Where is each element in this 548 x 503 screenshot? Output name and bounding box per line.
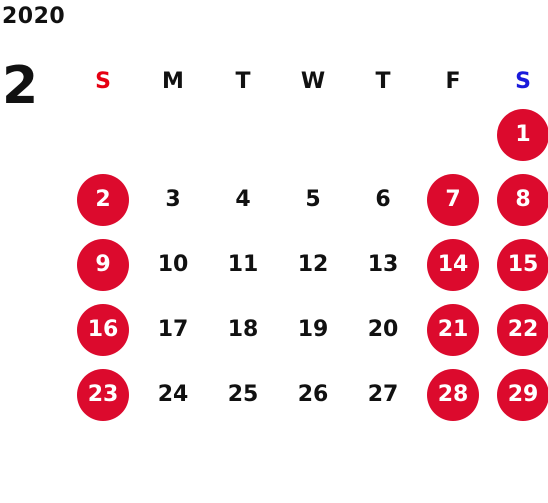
day-cell: 27 [348, 362, 418, 427]
weekday-header: T [235, 68, 251, 94]
day-number: 16 [77, 303, 129, 356]
day-number: 11 [227, 252, 259, 277]
day-number: 23 [77, 368, 129, 421]
day-number: 14 [427, 238, 479, 291]
day-cell: 19 [278, 297, 348, 362]
day-number: 26 [297, 382, 329, 407]
day-cell: 20 [348, 297, 418, 362]
day-cell: 25 [208, 362, 278, 427]
day-number: 7 [427, 173, 479, 226]
day-number: 13 [367, 252, 399, 277]
holiday-day-cell: 7 [418, 167, 488, 232]
day-number: 27 [367, 382, 399, 407]
day-number: 5 [305, 187, 321, 212]
empty-day-cell [278, 102, 348, 167]
day-number: 22 [497, 303, 548, 356]
holiday-day-cell: 21 [418, 297, 488, 362]
weekday-header: S [515, 68, 531, 94]
day-cell: 11 [208, 232, 278, 297]
holiday-day-cell: 14 [418, 232, 488, 297]
day-cell: 10 [138, 232, 208, 297]
day-number: 8 [497, 173, 548, 226]
weekday-header: T [375, 68, 391, 94]
holiday-day-cell: 9 [68, 232, 138, 297]
day-number: 2 [77, 173, 129, 226]
holiday-day-cell: 1 [488, 102, 548, 167]
day-cell: 18 [208, 297, 278, 362]
holiday-day-cell: 8 [488, 167, 548, 232]
day-number: 9 [77, 238, 129, 291]
day-number: 17 [157, 317, 189, 342]
day-number: 24 [157, 382, 189, 407]
day-number: 3 [165, 187, 181, 212]
weekday-header: W [300, 68, 326, 94]
empty-day-cell [348, 102, 418, 167]
month-number: 2 [2, 56, 39, 116]
day-cell: 26 [278, 362, 348, 427]
empty-day-cell [208, 102, 278, 167]
day-number: 4 [235, 187, 251, 212]
holiday-day-cell: 22 [488, 297, 548, 362]
day-cell: 4 [208, 167, 278, 232]
holiday-day-cell: 29 [488, 362, 548, 427]
weekday-header: F [445, 68, 461, 94]
day-number: 1 [497, 108, 548, 161]
day-cell: 12 [278, 232, 348, 297]
day-number: 20 [367, 317, 399, 342]
holiday-day-cell: 23 [68, 362, 138, 427]
day-cell: 24 [138, 362, 208, 427]
day-number: 18 [227, 317, 259, 342]
day-cell: 6 [348, 167, 418, 232]
day-number: 15 [497, 238, 548, 291]
day-number: 29 [497, 368, 548, 421]
empty-day-cell [68, 102, 138, 167]
empty-day-cell [138, 102, 208, 167]
year-label: 2020 [2, 4, 66, 29]
holiday-day-cell: 28 [418, 362, 488, 427]
day-cell: 5 [278, 167, 348, 232]
day-number: 21 [427, 303, 479, 356]
weekday-header: S [95, 68, 111, 94]
day-cell: 17 [138, 297, 208, 362]
day-number: 12 [297, 252, 329, 277]
day-number: 25 [227, 382, 259, 407]
day-cell: 13 [348, 232, 418, 297]
day-number: 19 [297, 317, 329, 342]
day-number: 6 [375, 187, 391, 212]
day-number: 28 [427, 368, 479, 421]
holiday-day-cell: 15 [488, 232, 548, 297]
holiday-day-cell: 16 [68, 297, 138, 362]
day-number: 10 [157, 252, 189, 277]
weekday-header: M [162, 68, 184, 94]
day-cell: 3 [138, 167, 208, 232]
empty-day-cell [418, 102, 488, 167]
holiday-day-cell: 2 [68, 167, 138, 232]
